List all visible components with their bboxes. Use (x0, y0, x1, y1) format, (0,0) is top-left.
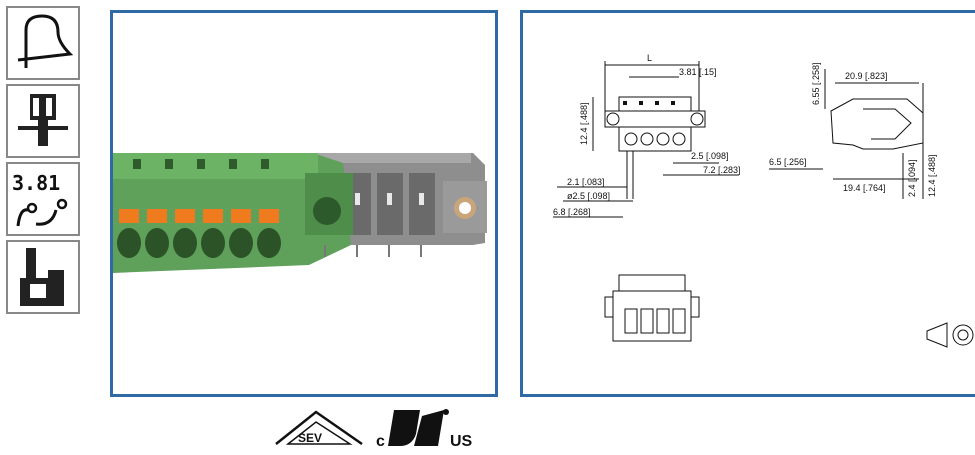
dim-L: L (647, 53, 652, 63)
pitch-label: 3.81 (12, 171, 60, 195)
dim-2-4: 2.4 [.094] (907, 159, 917, 197)
dim-height-right: 12.4 [.488] (927, 154, 937, 197)
dim-19-4: 19.4 [.764] (843, 183, 886, 193)
dim-2-1: 2.1 [.083] (567, 177, 605, 187)
pitch-icon: 3.81 (6, 162, 80, 236)
connector-photo (113, 153, 487, 273)
actuator-push-icon (6, 240, 80, 314)
ul-us-label: US (450, 433, 473, 450)
dim-6-55: 6.55 [.258] (811, 62, 821, 105)
technical-drawing-panel: L 3.81 [.15] 12.4 [.488] 2.5 [.098] 7.2 … (520, 10, 975, 397)
dim-dia-2-5: ø2.5 [.098] (567, 191, 610, 201)
dim-pitch: 3.81 [.15] (679, 67, 717, 77)
dim-7-2: 7.2 [.283] (703, 165, 741, 175)
dimension-drawing: L 3.81 [.15] 12.4 [.488] 2.5 [.098] 7.2 … (553, 53, 974, 348)
panel-mount-icon (6, 84, 80, 158)
dim-20-9: 20.9 [.823] (845, 71, 888, 81)
dim-2-5: 2.5 [.098] (691, 151, 729, 161)
sev-certification-logo: SEV (275, 410, 363, 446)
ul-c-label: c (376, 433, 385, 450)
ul-certification-logo: c US (376, 409, 473, 450)
dim-6-8: 6.8 [.268] (553, 207, 591, 217)
dim-6-5: 6.5 [.256] (769, 157, 807, 167)
dim-height-left: 12.4 [.488] (579, 102, 589, 145)
product-photo-panel (110, 10, 498, 397)
sev-label: SEV (298, 431, 322, 445)
wire-loop-icon (6, 6, 80, 80)
